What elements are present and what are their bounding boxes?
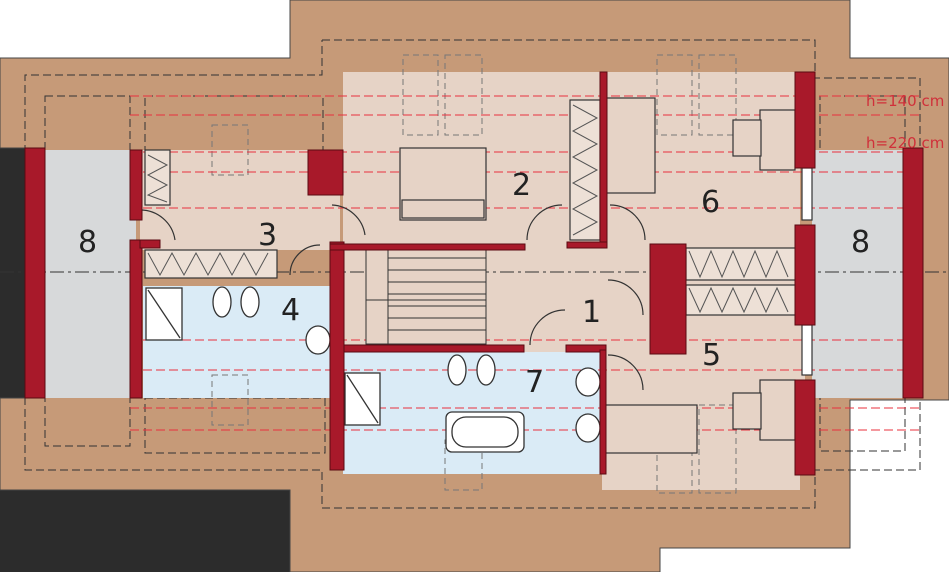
room-label-8-left: 8 (78, 225, 97, 260)
room-label-1: 1 (582, 295, 601, 330)
bath-fixtures (145, 286, 601, 453)
door-swings (139, 204, 646, 391)
stairs (365, 245, 487, 345)
room-label-5: 5 (702, 338, 721, 373)
room-8-right-floor (812, 150, 912, 398)
room-label-3: 3 (258, 218, 277, 253)
room-label-7: 7 (525, 365, 544, 400)
room-label-8-right: 8 (851, 225, 870, 260)
room-8-left-floor (36, 150, 136, 398)
height-note-140: h=140 cm (866, 92, 944, 110)
room-label-2: 2 (512, 168, 531, 203)
room-label-6: 6 (701, 185, 720, 220)
height-note-220: h=220 cm (866, 134, 944, 152)
room-label-4: 4 (281, 293, 300, 328)
walls (24, 71, 924, 476)
